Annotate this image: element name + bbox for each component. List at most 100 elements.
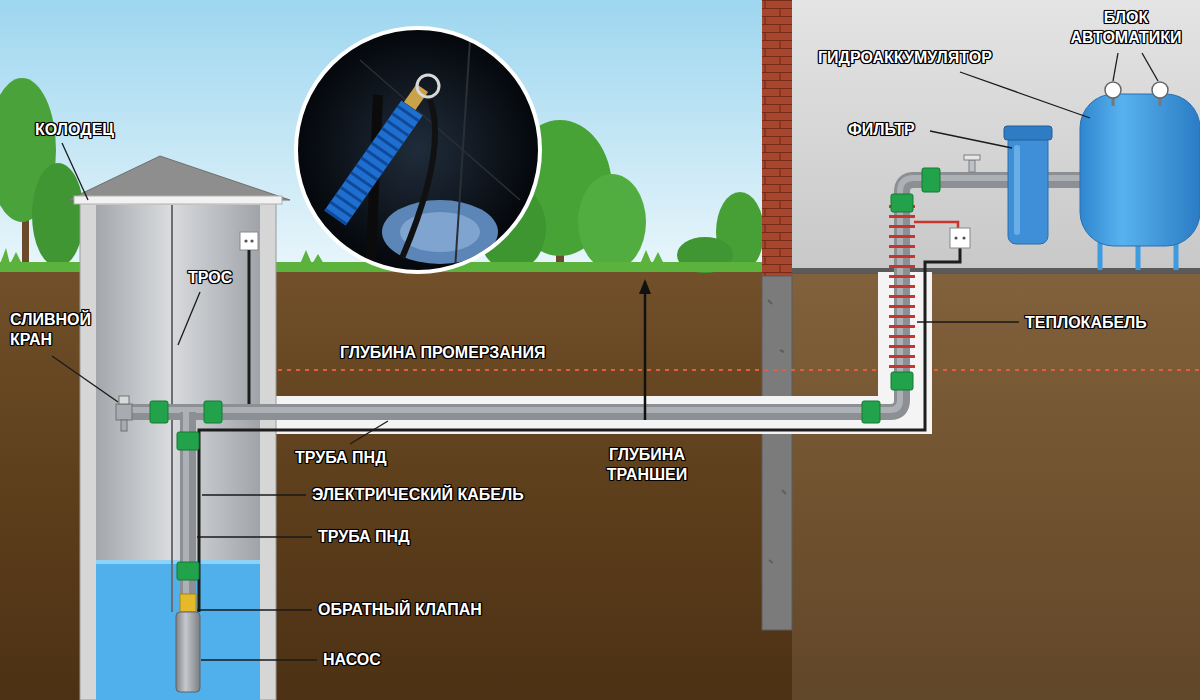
- leader-lines-part: [201, 659, 317, 660]
- well-socket-part: [248, 250, 251, 404]
- well-photo-inset: [296, 28, 540, 280]
- electric-cable-part: [199, 248, 960, 612]
- leader-lines: [52, 53, 1158, 660]
- drain-valve-part: [121, 420, 127, 431]
- house-interior-part: [790, 0, 1200, 272]
- callout-text: ГИДРОАККУМУЛЯТОР: [818, 48, 992, 68]
- drain-valve-part: [119, 396, 129, 404]
- well-part: [68, 156, 290, 200]
- house-socket: [950, 228, 970, 248]
- check-valve-label: ОБРАТНЫЙ КЛАПАН: [318, 600, 482, 620]
- filter-part: [1008, 134, 1048, 244]
- well-socket-part: [250, 239, 253, 242]
- callout-text: ТРУБА ПНД: [318, 527, 410, 547]
- leader-lines-part: [917, 321, 1019, 322]
- frost-depth-label: ГЛУБИНА ПРОМЕРЗАНИЯ: [340, 343, 545, 363]
- house-socket-part: [950, 228, 970, 248]
- house-wall-part: [762, 0, 792, 276]
- pump: [176, 612, 200, 692]
- rope-label: ТРОС: [188, 268, 232, 288]
- filter-part: [1014, 145, 1020, 235]
- couplings-part: [204, 401, 222, 423]
- house-wall-part: [762, 276, 792, 630]
- leader-lines-part: [197, 536, 312, 537]
- leader-lines-part: [197, 609, 312, 610]
- well-socket-part: [240, 232, 258, 250]
- callout-text: ГЛУБИНА ПРОМЕРЗАНИЯ: [340, 343, 545, 363]
- callout-text: СЛИВНОЙ КРАН: [10, 310, 110, 350]
- filter-label: ФИЛЬТР: [848, 120, 915, 140]
- callout-text: ТРОС: [188, 268, 232, 288]
- accumulator-part: [1098, 240, 1103, 270]
- house-interior: [790, 0, 1200, 272]
- callout-text: КОЛОДЕЦ: [35, 120, 114, 140]
- well-photo-inset-part-part: [335, 108, 412, 218]
- drain-valve: [116, 396, 132, 431]
- well-photo-inset-part-part: [417, 75, 439, 97]
- automation-label: БЛОК АВТОМАТИКИ: [1060, 8, 1192, 48]
- house-socket-part: [954, 236, 957, 239]
- well-part: [96, 560, 260, 700]
- couplings: [150, 168, 940, 580]
- leader-lines-part: [930, 131, 1012, 148]
- well-part: [96, 205, 260, 700]
- frost-depth-line-part: [934, 369, 1200, 371]
- couplings-part: [891, 194, 913, 212]
- accumulator-part: [1152, 82, 1168, 98]
- accumulator-part: [1112, 98, 1115, 106]
- drain-valve-label: СЛИВНОЙ КРАН: [10, 310, 110, 350]
- well-photo-inset-part-part: [402, 100, 435, 258]
- trees-part: [578, 174, 646, 270]
- ground-part: [792, 274, 1200, 700]
- callout-text: ТРУБА ПНД: [295, 448, 387, 468]
- heat-cable-part: [914, 222, 958, 228]
- trench-depth-arrow: [639, 279, 651, 420]
- leader-lines-part: [202, 494, 306, 495]
- filter-part: [1004, 126, 1052, 140]
- well-label: КОЛОДЕЦ: [35, 120, 114, 140]
- well: [68, 156, 290, 700]
- frost-depth-line-part: [278, 369, 876, 371]
- filter: [1004, 126, 1052, 244]
- leader-lines-part: [350, 421, 388, 444]
- well-photo-inset-part: [296, 28, 540, 272]
- accumulator: [1080, 82, 1200, 270]
- callout-text: НАСОС: [323, 650, 381, 670]
- leader-lines-part: [1113, 53, 1118, 81]
- callout-text: ФИЛЬТР: [848, 120, 915, 140]
- trench-depth-label: ГЛУБИНА ТРАНШЕИ: [587, 445, 707, 485]
- well-socket: [240, 232, 258, 404]
- callout-text: ГЛУБИНА ТРАНШЕИ: [587, 445, 707, 485]
- well-socket-part: [244, 239, 247, 242]
- well-part: [80, 200, 276, 700]
- well-part: [74, 196, 282, 204]
- tap: [964, 155, 980, 172]
- trench-depth-arrow-part: [639, 279, 651, 294]
- callout-text: ЭЛЕКТРИЧЕСКИЙ КАБЕЛЬ: [312, 485, 524, 505]
- check-valve-part: [180, 594, 196, 612]
- heat-cable-label: ТЕПЛОКАБЕЛЬ: [1025, 313, 1147, 333]
- leader-lines-part: [62, 143, 88, 200]
- couplings-part: [922, 168, 940, 192]
- pipe-label: ТРУБА ПНД: [295, 448, 387, 468]
- house-socket-part: [962, 236, 965, 239]
- heat-cable-part: [889, 205, 915, 372]
- couplings-part: [862, 401, 880, 423]
- leader-lines-part: [52, 356, 118, 402]
- pump-label: НАСОС: [323, 650, 381, 670]
- well-photo-inset-part: [296, 28, 540, 272]
- pump-part: [176, 612, 200, 692]
- accumulator-part: [1080, 94, 1200, 246]
- check-valve: [180, 594, 196, 612]
- leader-lines-part: [178, 292, 200, 345]
- couplings-part: [891, 372, 913, 390]
- couplings-part: [177, 562, 199, 580]
- accumulator-part: [1159, 98, 1162, 106]
- well-photo-inset-part: [335, 40, 520, 280]
- drain-valve-part: [116, 404, 132, 420]
- callout-text: ОБРАТНЫЙ КЛАПАН: [318, 600, 482, 620]
- frost-depth-line: [278, 370, 1200, 371]
